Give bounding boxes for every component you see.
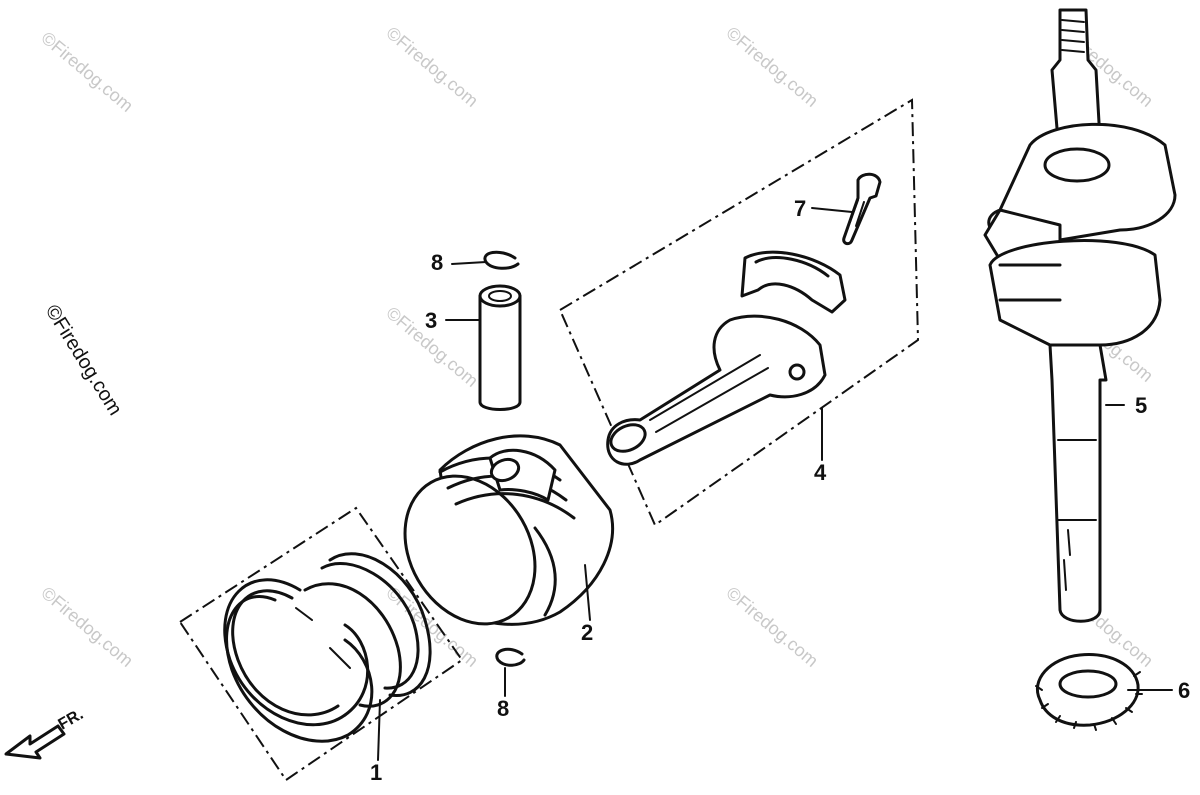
callout-pin-clip-top: 8 xyxy=(431,250,443,275)
rod-group-frame xyxy=(558,98,920,527)
watermark-1: ©Firedog.com xyxy=(37,28,137,116)
watermark-7: ©Firedog.com xyxy=(37,583,137,671)
crankshaft[interactable] xyxy=(983,8,1177,623)
piston[interactable] xyxy=(379,434,615,648)
watermark-3: ©Firedog.com xyxy=(722,23,822,111)
timing-gear[interactable] xyxy=(1035,653,1143,731)
callouts: 1 2 3 4 5 6 7 8 8 xyxy=(370,196,1190,785)
callout-piston-pin: 3 xyxy=(425,308,437,333)
callout-connecting-rod: 4 xyxy=(814,460,827,485)
rings-group-frame xyxy=(178,506,464,782)
callout-pin-clip-bottom: 8 xyxy=(497,696,509,721)
pin-clip-top[interactable] xyxy=(483,250,520,270)
rod-bolt[interactable] xyxy=(842,172,882,246)
piston-pin[interactable] xyxy=(478,284,522,411)
watermark-9: ©Firedog.com xyxy=(722,583,822,671)
callout-piston: 2 xyxy=(581,620,593,645)
callout-rod-bolt: 7 xyxy=(794,196,806,221)
callout-crankshaft: 5 xyxy=(1135,393,1147,418)
callout-piston-rings: 1 xyxy=(370,760,382,785)
watermark-2: ©Firedog.com xyxy=(382,23,482,111)
front-direction-arrow-icon: FR. xyxy=(4,706,86,760)
callout-timing-gear: 6 xyxy=(1178,678,1190,703)
pin-clip-bottom[interactable] xyxy=(495,647,526,667)
watermark-dark: ©Firedog.com xyxy=(41,301,126,419)
connecting-rod[interactable] xyxy=(606,250,847,466)
piston-rings[interactable] xyxy=(223,552,432,743)
leader-lines xyxy=(377,207,1173,761)
